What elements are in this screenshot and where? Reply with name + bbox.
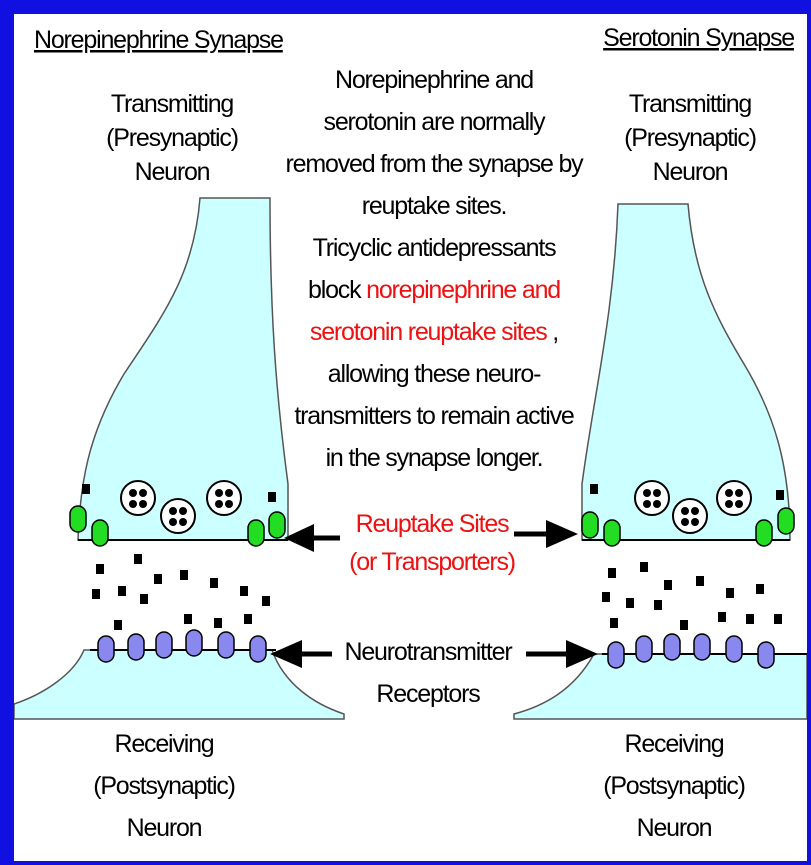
reuptake-label-line: Reuptake Sites [356, 510, 509, 538]
right-bottom-label-line: (Postsynaptic) [603, 772, 745, 800]
explanation-line: Tricyclic antidepressants [313, 234, 556, 262]
right-top-label-line: (Presynaptic) [624, 124, 756, 152]
left-synapse [14, 198, 344, 719]
diagram-panel: Norepinephrine Synapse Serotonin Synapse… [14, 14, 807, 861]
reuptake-label-line: (or Transporters) [349, 548, 515, 576]
explanation-line: serotonin are normally [324, 108, 547, 136]
left-postsynaptic-label: Receiving (Postsynaptic) Neuron [93, 730, 235, 842]
explanation-line: in the synapse longer. [326, 444, 543, 472]
receptors-label: Neurotransmitter Receptors [345, 638, 513, 708]
explanation-text: Norepinephrine and serotonin are normall… [286, 66, 585, 472]
right-top-label-line: Neuron [653, 158, 728, 186]
right-bottom-label-line: Receiving [625, 730, 724, 758]
reuptake-sites-label: Reuptake Sites (or Transporters) [349, 510, 515, 576]
left-bottom-label-line: (Postsynaptic) [93, 772, 235, 800]
explanation-red-span: norepinephrine and [366, 276, 560, 304]
synapse-diagram: Norepinephrine Synapse Serotonin Synapse… [14, 14, 807, 861]
left-presynaptic-label: Transmitting (Presynaptic) Neuron [106, 90, 238, 186]
explanation-text-span: , [547, 318, 559, 346]
left-bottom-label-line: Neuron [127, 814, 202, 842]
receptor-label-line: Neurotransmitter [345, 638, 513, 666]
right-synapse-title: Serotonin Synapse [603, 24, 794, 52]
explanation-line-highlight: serotonin reuptake sites , [310, 318, 558, 346]
explanation-line: transmitters to remain active [294, 402, 573, 430]
left-presynaptic-neuron [78, 198, 288, 540]
arrow-reuptake-right [514, 520, 578, 548]
explanation-line: removed from the synapse by [286, 150, 585, 178]
right-bottom-label-line: Neuron [637, 814, 712, 842]
arrow-reuptake-left [284, 524, 340, 552]
explanation-line: reuptake sites. [362, 192, 507, 220]
left-top-label-line: Neuron [135, 158, 210, 186]
left-bottom-label-line: Receiving [115, 730, 214, 758]
right-presynaptic-neuron [582, 204, 790, 540]
left-synapse-title: Norepinephrine Synapse [34, 26, 283, 54]
right-presynaptic-label: Transmitting (Presynaptic) Neuron [624, 90, 756, 186]
arrow-receptor-left [270, 640, 332, 668]
explanation-line: allowing these neuro- [328, 360, 541, 388]
explanation-text-span: block [308, 276, 366, 304]
left-top-label-line: Transmitting [111, 90, 234, 118]
explanation-line-highlight: block norepinephrine and [308, 276, 560, 304]
explanation-line: Norepinephrine and [335, 66, 533, 94]
right-postsynaptic-label: Receiving (Postsynaptic) Neuron [603, 730, 745, 842]
receptor-label-line: Receptors [376, 680, 480, 708]
left-top-label-line: (Presynaptic) [106, 124, 238, 152]
explanation-red-span: serotonin reuptake sites [310, 318, 547, 346]
right-top-label-line: Transmitting [629, 90, 752, 118]
